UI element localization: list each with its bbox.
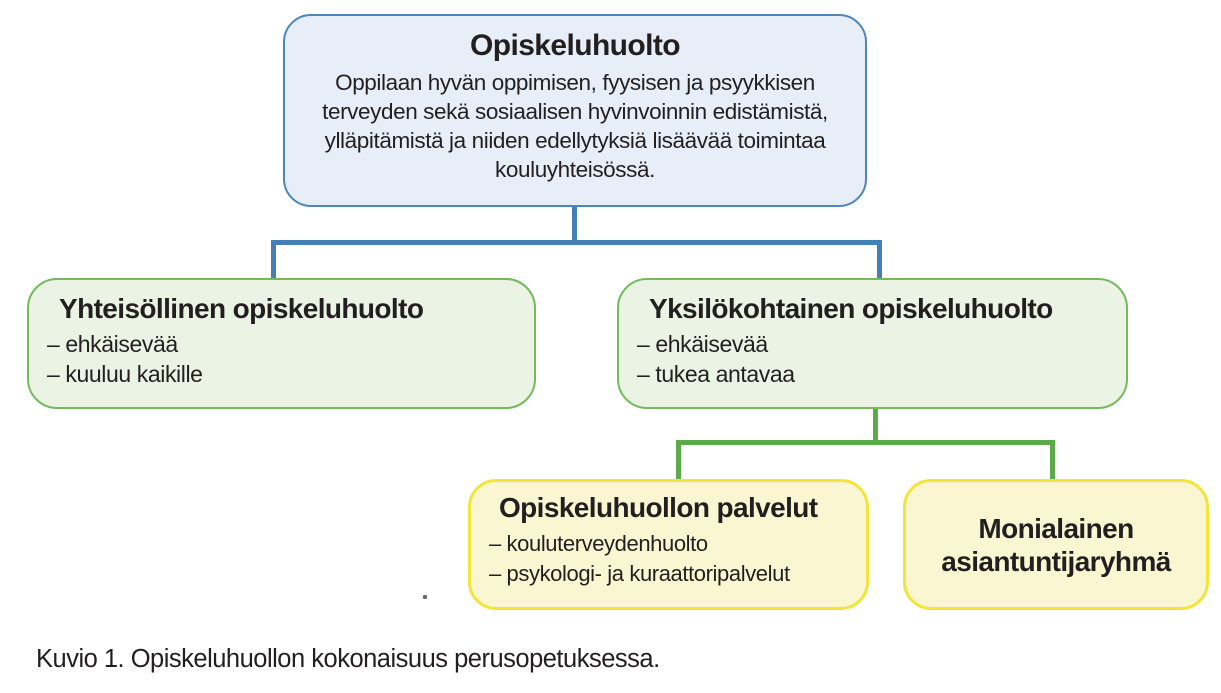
communal-welfare-item: – ehkäisevää	[47, 331, 178, 357]
individual-welfare-title: Yksilökohtainen opiskeluhuolto	[649, 293, 1053, 324]
connector-root-stem	[572, 207, 577, 242]
welfare-services-item: – psykologi- ja kuraattoripalvelut	[489, 561, 790, 586]
expert-group-box: Monialainen asiantuntijaryhmä	[903, 479, 1209, 610]
welfare-services-item: – kouluterveydenhuolto	[489, 531, 708, 556]
individual-welfare-item: – ehkäisevää	[637, 331, 768, 357]
communal-welfare-box: Yhteisöllinen opiskeluhuolto – ehkäisevä…	[27, 278, 536, 409]
connector-individual-drop-left	[676, 440, 681, 479]
connector-individual-drop-right	[1050, 440, 1055, 479]
figure-caption: Kuvio 1. Opiskeluhuollon kokonaisuus per…	[36, 645, 660, 673]
communal-welfare-title: Yhteisöllinen opiskeluhuolto	[59, 293, 424, 324]
welfare-services-title: Opiskeluhuollon palvelut	[499, 492, 818, 523]
connector-root-drop-left	[271, 240, 276, 278]
welfare-services-box: Opiskeluhuollon palvelut – kouluterveyde…	[468, 479, 869, 610]
individual-welfare-box: Yksilökohtainen opiskeluhuolto – ehkäise…	[617, 278, 1128, 409]
communal-welfare-item: – kuuluu kaikille	[47, 361, 203, 387]
individual-welfare-item: – tukea antavaa	[637, 361, 795, 387]
root-box-opiskeluhuolto: Opiskeluhuolto Oppilaan hyvän oppimisen,…	[283, 14, 867, 207]
connector-individual-stem	[873, 409, 878, 442]
connector-root-horizontal	[271, 240, 882, 245]
root-box-title: Opiskeluhuolto	[470, 29, 681, 62]
stray-dot-mark	[423, 595, 427, 599]
connector-individual-horizontal	[676, 440, 1055, 445]
connector-root-drop-right	[877, 240, 882, 278]
root-box-description: Oppilaan hyvän oppimisen, fyysisen ja ps…	[322, 70, 828, 182]
expert-group-title: Monialainen asiantuntijaryhmä	[941, 512, 1171, 577]
